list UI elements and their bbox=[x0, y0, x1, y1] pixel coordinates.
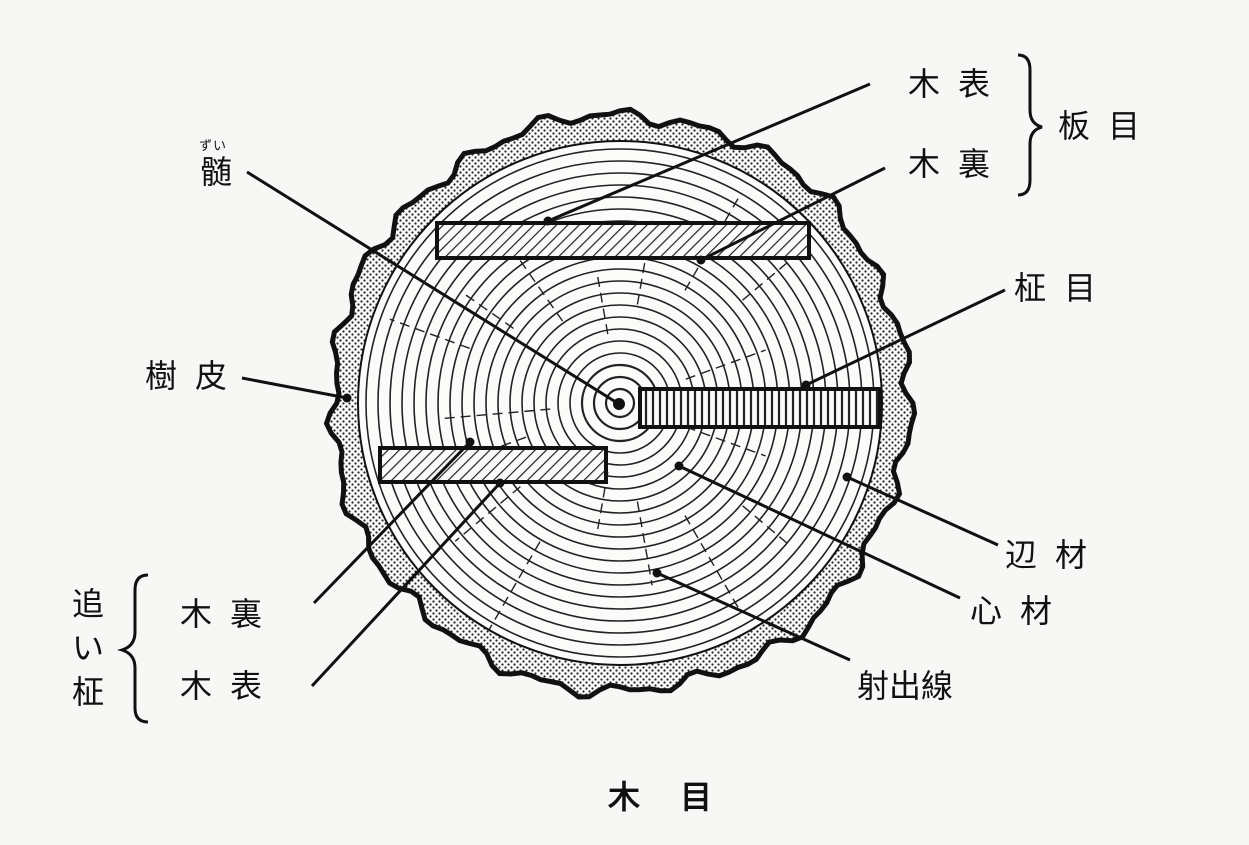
medullary-ray bbox=[636, 501, 653, 586]
medullary-ray bbox=[484, 541, 541, 638]
leader-dots bbox=[342, 216, 852, 578]
bark-label: 樹皮 bbox=[145, 357, 246, 395]
medullary-ray bbox=[463, 293, 514, 329]
itame-face-label: 木表 bbox=[908, 65, 1009, 103]
medullary-ray bbox=[440, 408, 551, 420]
medullary-ray bbox=[389, 318, 470, 349]
quarter-sawn-board bbox=[638, 387, 882, 429]
oimasa-back-label: 木裏 bbox=[180, 595, 281, 633]
rift-sawn-board bbox=[378, 446, 608, 484]
rays-label: 射出線 bbox=[857, 667, 954, 705]
annual-ring bbox=[604, 387, 636, 419]
medullary-ray bbox=[742, 261, 789, 301]
itame-back-label: 木裏 bbox=[908, 145, 1009, 183]
pith-ruby: ずい bbox=[199, 139, 228, 154]
medullary-ray bbox=[685, 349, 766, 380]
medullary-ray bbox=[685, 426, 766, 457]
oimasa-face-label: 木表 bbox=[180, 667, 281, 705]
medullary-ray bbox=[742, 505, 789, 545]
itame-brace bbox=[1017, 53, 1043, 197]
oimasa-brace bbox=[116, 573, 149, 724]
diagram-caption: 木目 bbox=[607, 778, 752, 816]
medullary-ray bbox=[596, 471, 609, 532]
itame-label: 板目 bbox=[1058, 107, 1159, 145]
medullary-ray bbox=[684, 515, 741, 612]
oimasa-label: 追い柾 bbox=[71, 585, 104, 711]
pith-label: 髄 bbox=[200, 153, 233, 191]
medullary-ray bbox=[498, 230, 564, 322]
flat-sawn-board bbox=[435, 221, 811, 260]
sapwood-label: 辺材 bbox=[1005, 536, 1106, 574]
leader-lines bbox=[241, 82, 1006, 688]
masame-label: 柾目 bbox=[1014, 269, 1115, 307]
medullary-ray bbox=[596, 274, 609, 335]
heartwood-label: 心材 bbox=[970, 592, 1071, 630]
medullary-ray bbox=[454, 486, 521, 542]
